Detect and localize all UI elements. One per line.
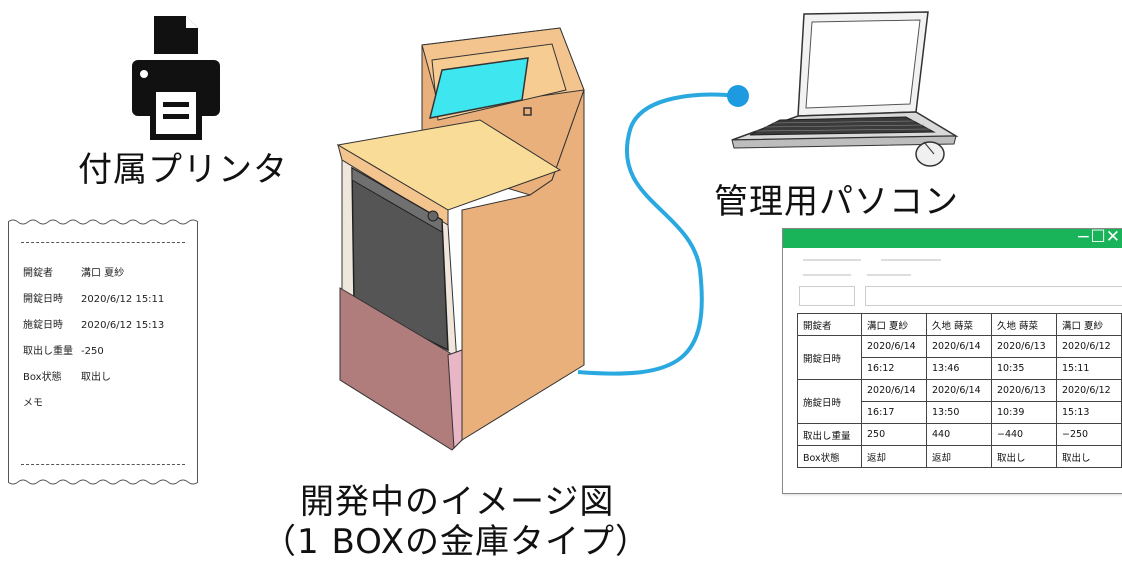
filter-field-small[interactable] bbox=[799, 286, 855, 306]
row-header: 開錠者 bbox=[797, 313, 862, 336]
receipt-torn-top bbox=[8, 219, 198, 225]
safe-kiosk-illustration bbox=[336, 27, 585, 451]
table-cell: 返却 bbox=[861, 445, 927, 468]
table-cell: 440 bbox=[926, 423, 992, 446]
table-row: 取出し重量 250 440 −440 −250 bbox=[797, 423, 1122, 446]
table-cell: −440 bbox=[991, 423, 1057, 446]
laptop-icon bbox=[731, 11, 959, 167]
table-cell: 10:35 bbox=[991, 357, 1057, 380]
table-cell: 溝口 夏紗 bbox=[1056, 313, 1122, 336]
table-cell: 久地 蒔菜 bbox=[926, 313, 992, 336]
table-cell: 15:13 bbox=[1056, 401, 1122, 424]
table-cell: 2020/6/14 bbox=[861, 335, 927, 358]
row-header: Box状態 bbox=[797, 445, 862, 468]
row-header: 開錠日時 bbox=[797, 335, 862, 380]
filter-field-large[interactable] bbox=[865, 286, 1122, 306]
table-cell: 取出し bbox=[1056, 445, 1122, 468]
caption-line-2: （1 BOXの金庫タイプ） bbox=[262, 522, 651, 562]
table-cell: 取出し bbox=[991, 445, 1057, 468]
table-cell: 溝口 夏紗 bbox=[861, 313, 927, 336]
table-cell: 10:39 bbox=[991, 401, 1057, 424]
table-cell: 久地 蒔菜 bbox=[991, 313, 1057, 336]
receipt-torn-bottom bbox=[8, 479, 198, 485]
table-cell: 16:12 bbox=[861, 357, 927, 380]
window-controls[interactable]: −☐✕ bbox=[1076, 227, 1120, 247]
table-row: Box状態 返却 返却 取出し 取出し bbox=[797, 445, 1122, 468]
table-cell: 返却 bbox=[926, 445, 992, 468]
table-cell: 16:17 bbox=[861, 401, 927, 424]
receipt-divider bbox=[21, 242, 185, 243]
usb-cable bbox=[577, 85, 749, 376]
table-cell: 2020/6/14 bbox=[926, 335, 992, 358]
table-cell: 2020/6/13 bbox=[991, 335, 1057, 358]
table-cell: 2020/6/12 bbox=[1056, 379, 1122, 402]
printer-label: 付属プリンタ bbox=[78, 150, 288, 190]
window-titlebar bbox=[783, 229, 1122, 248]
table-cell: 250 bbox=[861, 423, 927, 446]
receipt-row: 開錠者溝口 夏紗 bbox=[23, 268, 125, 279]
receipt-row: メモ bbox=[23, 398, 43, 409]
table-row: 施錠日時 2020/6/14 2020/6/14 2020/6/13 2020/… bbox=[797, 379, 1122, 424]
table-cell: 15:11 bbox=[1056, 357, 1122, 380]
table-cell: 13:46 bbox=[926, 357, 992, 380]
management-window[interactable]: −☐✕ 開錠者 溝口 夏紗 久地 蒔菜 久地 蒔菜 溝口 夏紗 開錠日時 202… bbox=[782, 227, 1122, 494]
receipt-row: 取出し重量-250 bbox=[23, 346, 104, 357]
printer-icon bbox=[132, 16, 220, 140]
table-row: 16:12 13:46 10:35 15:11 bbox=[798, 357, 1122, 380]
table-cell: 2020/6/14 bbox=[861, 379, 927, 402]
table-cell: 2020/6/12 bbox=[1056, 335, 1122, 358]
history-table: 開錠者 溝口 夏紗 久地 蒔菜 久地 蒔菜 溝口 夏紗 開錠日時 2020/6/… bbox=[797, 313, 1122, 468]
window-header-text bbox=[803, 259, 941, 276]
table-cell: −250 bbox=[1056, 423, 1122, 446]
table-row: 開錠日時 2020/6/14 2020/6/14 2020/6/13 2020/… bbox=[797, 335, 1122, 380]
table-row: 開錠者 溝口 夏紗 久地 蒔菜 久地 蒔菜 溝口 夏紗 bbox=[797, 313, 1122, 336]
receipt-row: Box状態取出し bbox=[23, 372, 111, 383]
table-cell: 13:50 bbox=[926, 401, 992, 424]
receipt-divider bbox=[21, 464, 185, 465]
table-row: 16:17 13:50 10:39 15:13 bbox=[798, 401, 1122, 424]
caption-line-1: 開発中のイメージ図 bbox=[300, 482, 615, 522]
row-header: 施錠日時 bbox=[797, 379, 862, 424]
table-cell: 2020/6/13 bbox=[991, 379, 1057, 402]
table-cell: 2020/6/14 bbox=[926, 379, 992, 402]
pc-label: 管理用パソコン bbox=[714, 182, 959, 222]
row-header: 取出し重量 bbox=[797, 423, 862, 446]
